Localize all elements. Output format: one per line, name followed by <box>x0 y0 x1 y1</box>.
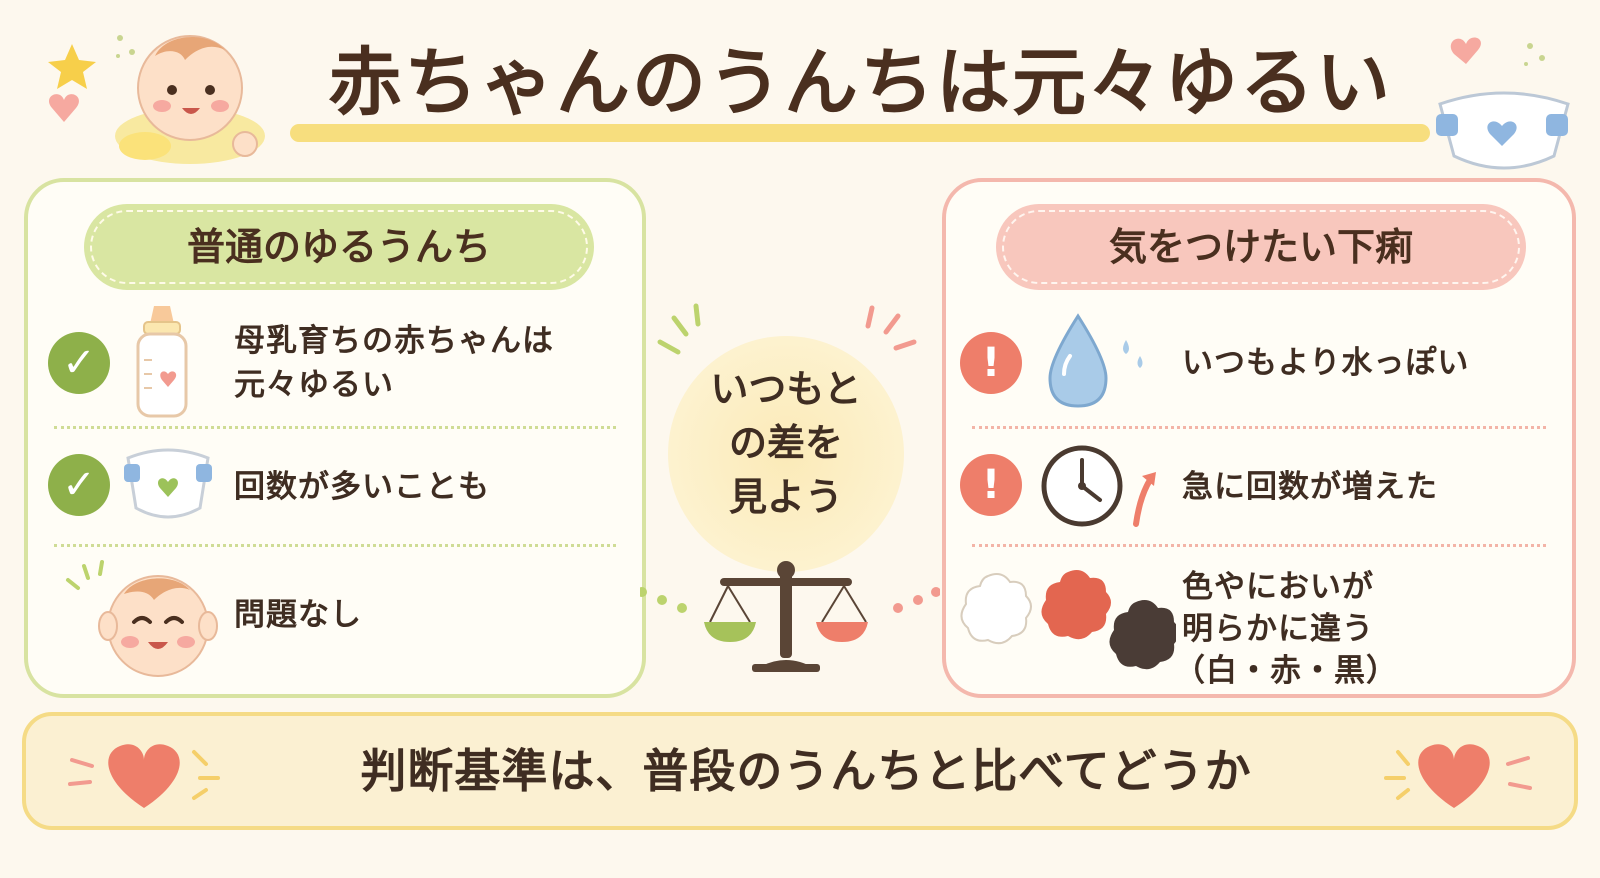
diarrhea-warning-panel: 気をつけたい下痢 ! いつもより水っぽい ! 急に回数が増えた 色やにおいが 明… <box>942 178 1576 698</box>
normal-loose-stool-panel: 普通のゆるうんち ✓ 母乳育ちの赤ちゃんは 元々ゆるい ✓ 回数が多いことも <box>24 178 646 698</box>
judgment-criteria-text: 判断基準は、普段のうんちと比べてどうか <box>360 744 1252 798</box>
compare-line2: の差を <box>728 421 843 465</box>
diaper-icon <box>124 448 212 519</box>
warning-icon: ! <box>960 332 1022 394</box>
row-frequent: 回数が多いことも <box>234 469 490 505</box>
diarrhea-warning-heading: 気をつけたい下痢 <box>996 204 1526 290</box>
divider <box>54 544 616 547</box>
divider <box>54 426 616 429</box>
judgment-criteria-bar: 判断基準は、普段のうんちと比べてどうか <box>22 712 1578 830</box>
compare-message: いつもと の差を 見よう <box>690 362 882 524</box>
divider <box>972 544 1546 547</box>
clock-icon <box>1041 445 1156 527</box>
heart-icon <box>68 744 220 808</box>
check-icon: ✓ <box>48 454 110 516</box>
compare-circle <box>668 336 904 572</box>
row-color-smell-line2: 明らかに違う <box>1182 611 1374 647</box>
water-drop-icon <box>1048 313 1143 408</box>
compare-line1: いつもと <box>710 367 862 411</box>
baby-bottle-icon <box>136 306 188 418</box>
top-diaper-icon <box>1436 37 1570 170</box>
page-title: 赤ちゃんのうんちは元々ゆるい <box>328 40 1392 126</box>
row-color-smell-line1: 色やにおいが <box>1182 569 1374 605</box>
compare-line3: 見よう <box>728 475 843 519</box>
color-blobs-icon <box>960 570 1176 670</box>
center-decoration <box>640 303 940 613</box>
crawling-baby-icon <box>48 35 265 164</box>
row-frequency-increase: 急に回数が増えた <box>1182 469 1438 505</box>
check-icon: ✓ <box>48 332 110 394</box>
happy-baby-face-icon <box>66 560 218 677</box>
divider <box>972 426 1546 429</box>
warning-icon: ! <box>960 454 1022 516</box>
balance-scale-icon <box>704 561 868 672</box>
title-underline <box>290 124 1430 142</box>
heart-icon <box>1384 744 1532 808</box>
row-no-problem: 問題なし <box>234 597 362 633</box>
row-breastfed-line2: 元々ゆるい <box>234 367 394 403</box>
row-watery: いつもより水っぽい <box>1182 345 1470 381</box>
normal-loose-stool-heading: 普通のゆるうんち <box>84 204 594 290</box>
row-breastfed-line1: 母乳育ちの赤ちゃんは <box>234 323 554 359</box>
row-color-smell-line3: （白・赤・黒） <box>1174 653 1398 689</box>
